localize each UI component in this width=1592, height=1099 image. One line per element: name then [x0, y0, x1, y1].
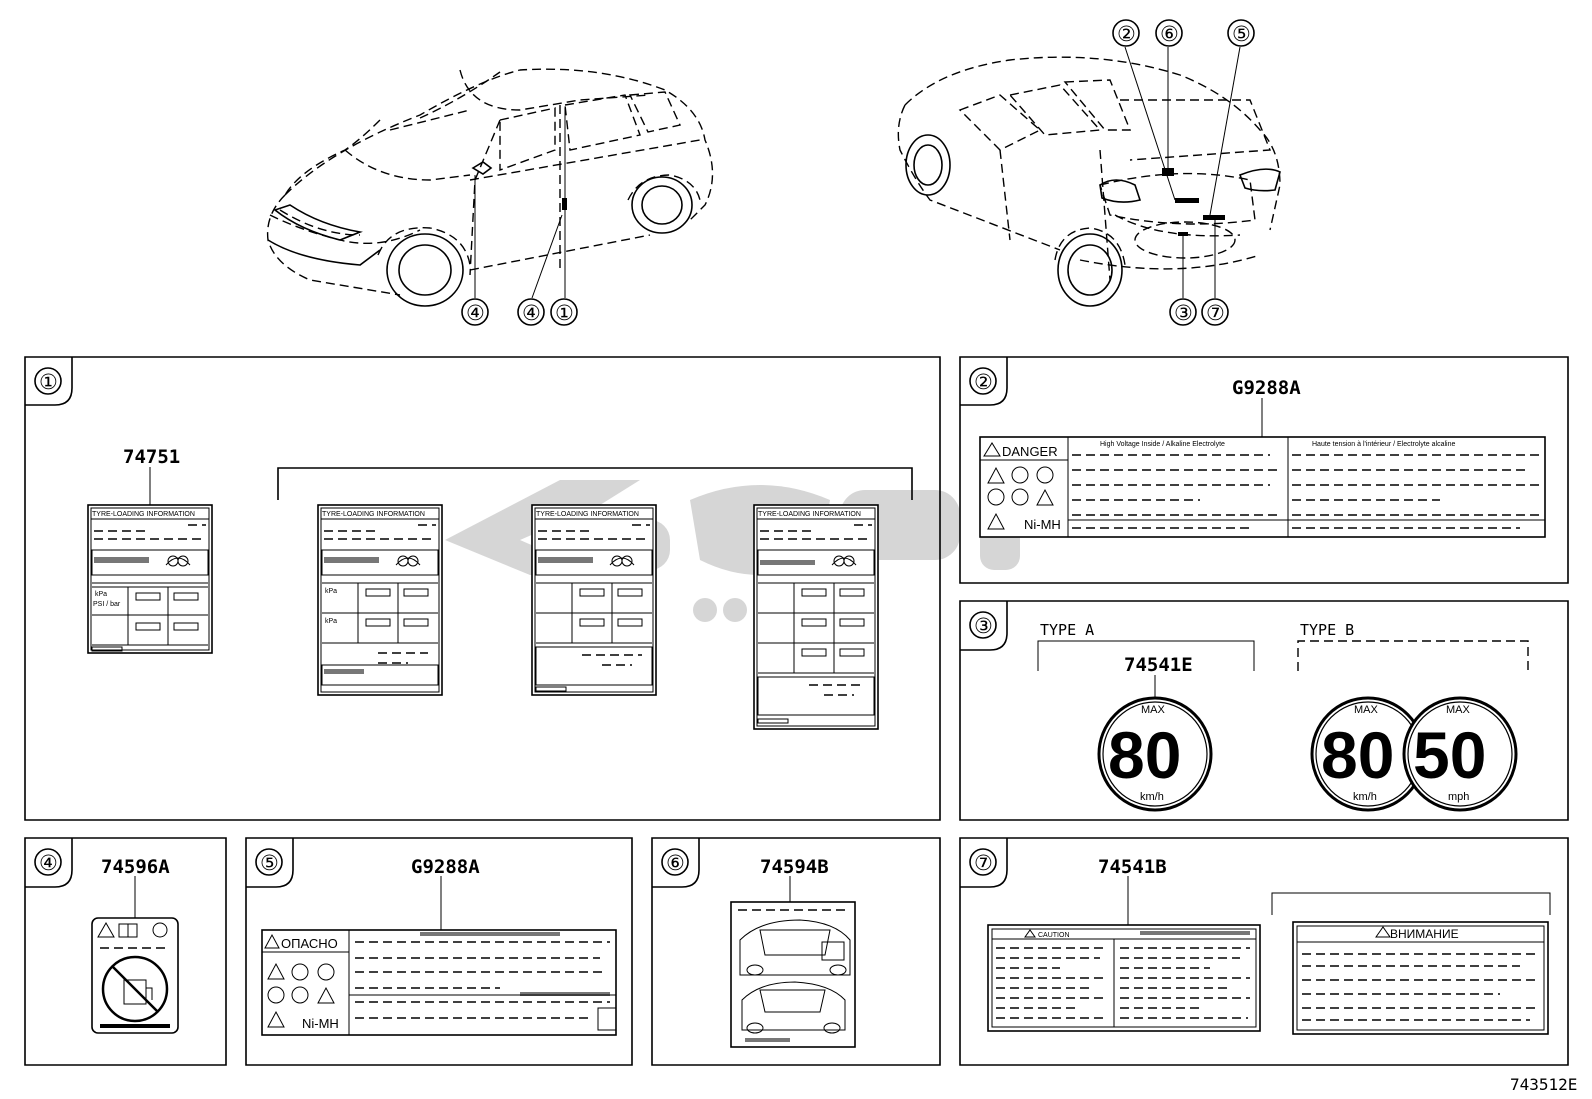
tyre-label-3-title: TYRE-LOADING INFORMATION [536, 511, 639, 518]
callout-7-bottom: ⑦ [1206, 301, 1225, 325]
panel-3-type-a: TYPE A [1040, 621, 1094, 639]
panel-1 [24, 356, 941, 821]
panel-2-nimh: Ni-MH [1024, 517, 1061, 532]
sign-b1-unit: km/h [1353, 791, 1377, 803]
panel-5 [245, 837, 633, 1066]
sign-a-value: 80 [1108, 718, 1181, 792]
panel-4-part-number: 74596A [101, 856, 170, 878]
front-car-callouts [461, 298, 578, 326]
rear-car-callouts [1112, 19, 1255, 326]
sign-b2-max: MAX [1446, 704, 1471, 716]
tyre-label-2-kpa: kPa [325, 588, 337, 595]
tyre-label-1-psi: PSI / bar [93, 601, 121, 608]
tyre-label-3 [531, 504, 657, 696]
panel-3-part-number: 74541E [1124, 654, 1193, 676]
panel-5-callout: ⑤ [260, 851, 279, 875]
callout-3-bottom: ③ [1174, 301, 1193, 325]
tyre-label-1-title: TYRE-LOADING INFORMATION [92, 511, 195, 518]
tyre-label-2-kpa-2: kPa [325, 618, 337, 625]
callout-1: ① [555, 301, 574, 325]
callout-2-top: ② [1117, 22, 1136, 46]
panel-2-callout: ② [974, 370, 993, 394]
panel-7-callout: ⑦ [974, 851, 993, 875]
callout-4b: ④ [522, 301, 541, 325]
tyre-label-2-title: TYRE-LOADING INFORMATION [322, 511, 425, 518]
sign-b1-max: MAX [1354, 704, 1379, 716]
rear-car-illustration [897, 46, 1281, 307]
tyre-label-4-title: TYRE-LOADING INFORMATION [758, 511, 861, 518]
sign-a-unit: km/h [1140, 791, 1164, 803]
panel-4 [24, 837, 227, 1066]
panel-3-type-b: TYPE B [1300, 621, 1354, 639]
panel-6 [651, 837, 941, 1066]
panel-2-text-fr: Haute tension à l'intérieur / Electrolyt… [1312, 441, 1455, 448]
variants-bracket [277, 467, 913, 500]
callout-4a: ④ [466, 301, 485, 325]
panel-7 [959, 837, 1569, 1066]
tyre-label-4 [753, 504, 879, 730]
panel-7-caution: CAUTION [1038, 932, 1070, 939]
panel-5-opasno: ОПАСНО [281, 936, 338, 951]
panel-2 [959, 356, 1569, 584]
sign-a-max: MAX [1141, 704, 1166, 716]
panel-5-part-number: G9288A [411, 856, 480, 878]
panel-6-part-number: 74594B [760, 856, 829, 878]
panel-4-callout: ④ [39, 851, 58, 875]
panel-5-nimh: Ni-MH [302, 1016, 339, 1031]
callout-6-top: ⑥ [1160, 22, 1179, 46]
panel-2-part-number: G9288A [1232, 377, 1301, 399]
sign-b2-value: 50 [1413, 718, 1486, 792]
tyre-label-2 [317, 504, 443, 696]
panel-1-callout: ① [39, 370, 58, 394]
panel-2-text-en: High Voltage Inside / Alkaline Electroly… [1100, 441, 1225, 448]
callout-5-top: ⑤ [1232, 22, 1251, 46]
tyre-label-1-kpa: kPa [95, 591, 107, 598]
front-car-illustration [266, 68, 714, 307]
vnimanie-warning-icon [1375, 926, 1391, 938]
sign-b2-unit: mph [1448, 791, 1469, 803]
tyre-label-1 [87, 504, 213, 654]
panel-3-callout: ③ [974, 614, 993, 638]
sign-b1-value: 80 [1321, 718, 1394, 792]
panel-1-part-number: 74751 [123, 446, 180, 468]
panel-7-vnimanie: ВНИМАНИЕ [1390, 927, 1459, 941]
panel-2-danger: DANGER [1002, 444, 1058, 459]
panel-7-part-number: 74541B [1098, 856, 1167, 878]
panel-3 [959, 600, 1569, 821]
diagram-id: 743512E [1510, 1075, 1577, 1094]
panel-6-callout: ⑥ [666, 851, 685, 875]
